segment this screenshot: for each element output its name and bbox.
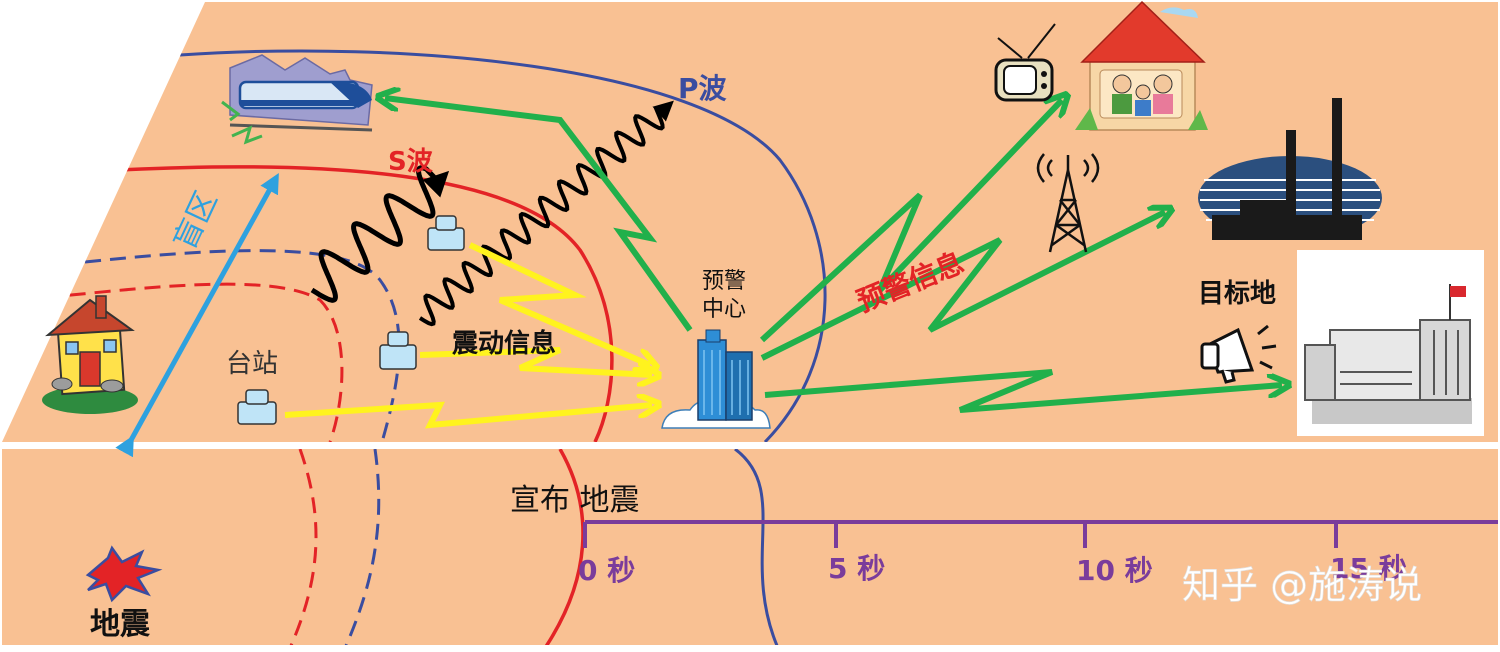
vibration-info-label: 震动信息: [452, 328, 556, 359]
announce-label: 宣布 地震: [510, 483, 640, 518]
family-house-icon: [1075, 0, 1208, 131]
factory-icon: [1198, 98, 1382, 240]
warning-center-label-2: 中心: [702, 297, 746, 322]
warning-center-label-1: 预警: [702, 269, 746, 294]
timeline-tick-10: 10 秒: [1076, 554, 1153, 587]
earthquake-label: 地震: [90, 607, 151, 642]
target-label: 目标地: [1198, 279, 1276, 309]
building-icon: [661, 329, 771, 429]
megaphone-icon: [1200, 324, 1277, 384]
s-wave-front-early: [19, 282, 344, 442]
house-damaged-icon: [42, 295, 138, 414]
p-wave-depth: [734, 449, 779, 645]
seismic-station-icon: [237, 215, 465, 425]
blind-zone-arrow: [115, 173, 279, 458]
timeline-tick-0: 0 秒: [578, 554, 635, 587]
earthquake-star-icon: [85, 545, 163, 603]
ground-crosssection: [2, 449, 1498, 645]
warning-arrows: [385, 98, 1282, 413]
s-wave-squiggle: [310, 165, 450, 303]
watermark: 知乎 @施涛说: [1182, 563, 1422, 607]
train-icon: [221, 54, 373, 145]
p-wave-squiggle: [418, 100, 674, 327]
vibration-arrows: [284, 242, 652, 429]
timeline-tick-5: 5 秒: [828, 552, 885, 585]
radio-tower-icon: [1036, 153, 1100, 253]
s-wave-depth: [544, 449, 585, 645]
s-wave-depth-early: [289, 449, 318, 645]
timeline-tick-15: 15 秒: [1330, 552, 1407, 585]
p-wave-front: [179, 49, 827, 442]
timeline: 0 秒 5 秒 10 秒 15 秒: [578, 520, 1498, 587]
target-building-icon: [1297, 250, 1484, 436]
tv-icon: [994, 23, 1056, 102]
s-wave-label: S波: [388, 147, 434, 177]
station-label: 台站: [226, 349, 278, 379]
p-wave-label: P波: [678, 72, 728, 105]
p-wave-depth-early: [344, 449, 381, 645]
